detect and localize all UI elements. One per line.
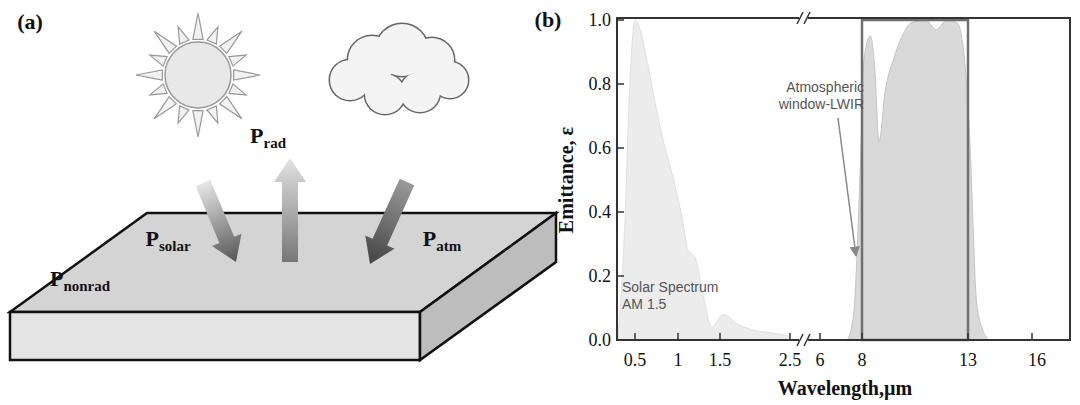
tick-label: 1.0 <box>589 10 612 31</box>
axis-ticks <box>617 20 1032 340</box>
emittance-spectrum <box>847 20 989 340</box>
tick-label: 6 <box>816 350 825 371</box>
power-label: Prad <box>250 123 286 152</box>
tick-label: 0.2 <box>589 266 612 287</box>
tick-label: 8 <box>858 350 867 371</box>
axis-title: Emittance, ε <box>555 127 578 233</box>
power-label: Patm <box>423 226 461 255</box>
plot-frame <box>617 18 1070 340</box>
tick-label: 16 <box>1028 350 1046 371</box>
atmospheric-arrow <box>365 179 414 264</box>
tick-label: 0.5 <box>624 350 647 371</box>
tick-label: 1 <box>674 350 683 371</box>
leader-line <box>838 118 856 256</box>
panel-letter: (a) <box>17 9 43 35</box>
atmospheric-window <box>862 20 968 340</box>
axis-title: Wavelength,µm <box>778 377 912 400</box>
tick-label: 0.0 <box>589 330 612 351</box>
slab-side <box>420 213 556 360</box>
tick-label: 0.6 <box>589 138 612 159</box>
sun <box>136 13 260 137</box>
slab-front <box>10 312 420 360</box>
tick-label: 0.8 <box>589 74 612 95</box>
solar-spectrum <box>618 20 790 340</box>
power-label: Pnonrad <box>50 266 110 295</box>
power-label: Psolar <box>145 226 190 255</box>
tick-label: 0.4 <box>589 202 612 223</box>
panel-letter: (b) <box>535 7 562 33</box>
solar-arrow <box>196 180 242 262</box>
tick-label: 2.5 <box>779 350 802 371</box>
cloud <box>329 23 470 116</box>
axis-break <box>797 12 810 346</box>
radiation-arrow <box>274 158 306 262</box>
tick-label: 1.5 <box>709 350 732 371</box>
annotation: Solar Spectrum AM 1.5 <box>622 279 722 313</box>
annotation: Atmospheric window-LWIR <box>752 79 864 113</box>
tick-label: 13 <box>959 350 977 371</box>
